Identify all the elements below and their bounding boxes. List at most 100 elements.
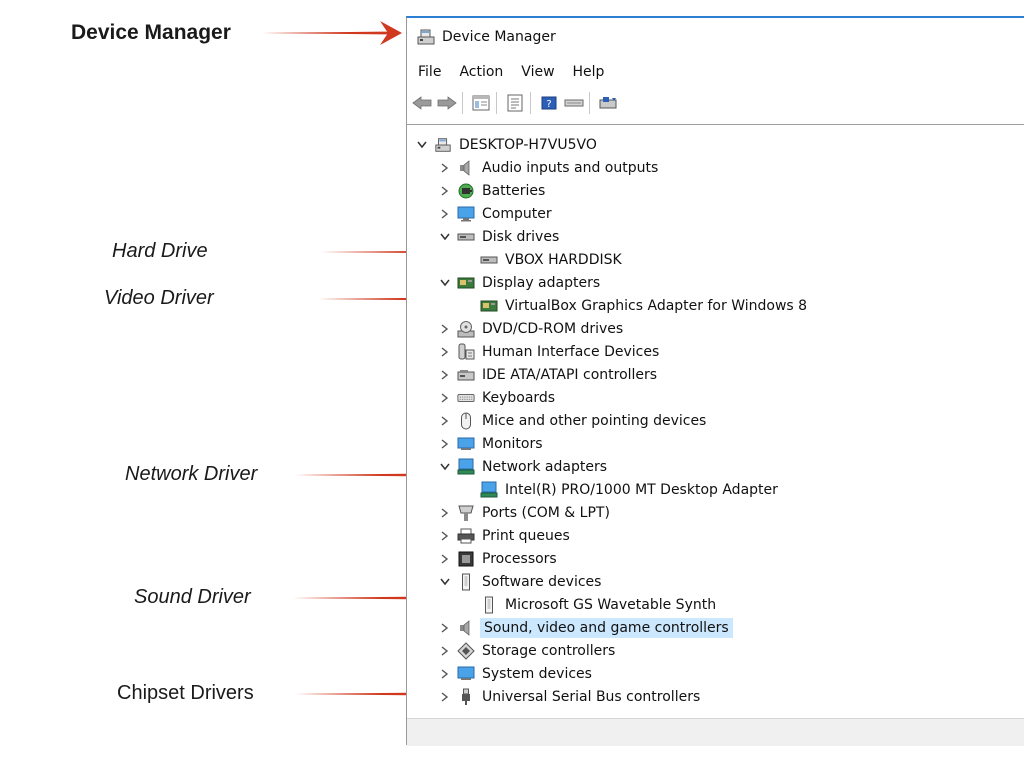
- chevron-down-icon[interactable]: [438, 460, 452, 474]
- tree-item-ports[interactable]: Ports (COM & LPT): [438, 502, 612, 524]
- tree-item-label: Processors: [482, 551, 557, 567]
- tree-item-label: Disk drives: [482, 229, 560, 245]
- menu-bar: File Action View Help: [407, 60, 613, 84]
- tree-item-label: VBOX HARDDISK: [505, 252, 622, 268]
- annotation-network-driver: Network Driver: [125, 463, 258, 485]
- device-tree: DESKTOP-H7VU5VO Audio inputs and outputs…: [407, 124, 1024, 719]
- chevron-right-icon[interactable]: [438, 184, 452, 198]
- tree-item-label: Print queues: [482, 528, 570, 544]
- annotation-hard-drive: Hard Drive: [112, 240, 208, 262]
- tree-item-label: Human Interface Devices: [482, 344, 660, 360]
- tree-item-network-adapters[interactable]: Network adapters: [438, 456, 609, 478]
- monitor-icon: [457, 665, 475, 683]
- show-hide-console-tree-icon[interactable]: [470, 92, 492, 114]
- menu-file[interactable]: File: [418, 64, 442, 80]
- tree-item-processors[interactable]: Processors: [438, 548, 559, 570]
- help-icon[interactable]: ?: [538, 92, 560, 114]
- tree-root[interactable]: DESKTOP-H7VU5VO: [415, 134, 599, 156]
- window-title: Device Manager: [442, 29, 556, 45]
- tree-item-mice[interactable]: Mice and other pointing devices: [438, 410, 708, 432]
- hid-device-icon: [457, 343, 475, 361]
- title-bar: Device Manager: [407, 18, 1024, 56]
- back-arrow-icon[interactable]: [411, 92, 433, 114]
- battery-icon: [457, 182, 475, 200]
- tree-item-monitors[interactable]: Monitors: [438, 433, 545, 455]
- tree-child-virtualbox-graphics[interactable]: VirtualBox Graphics Adapter for Windows …: [461, 295, 809, 317]
- network-adapter-icon: [480, 481, 498, 499]
- tree-item-usb-controllers[interactable]: Universal Serial Bus controllers: [438, 686, 702, 708]
- tree-item-human-interface-devices[interactable]: Human Interface Devices: [438, 341, 661, 363]
- tree-item-label: Software devices: [482, 574, 602, 590]
- tree-item-label: Monitors: [482, 436, 543, 452]
- chevron-right-icon[interactable]: [438, 529, 452, 543]
- svg-text:?: ?: [546, 99, 551, 110]
- tree-item-sound-video[interactable]: Sound, video and game controllers: [438, 617, 733, 639]
- chevron-right-icon[interactable]: [438, 207, 452, 221]
- chevron-right-icon[interactable]: [438, 414, 452, 428]
- annotation-chipset-drivers: Chipset Drivers: [117, 682, 254, 704]
- usb-plug-icon: [457, 688, 475, 706]
- tree-item-dvd-cd-rom[interactable]: DVD/CD-ROM drives: [438, 318, 625, 340]
- chevron-right-icon[interactable]: [438, 506, 452, 520]
- properties-icon[interactable]: [504, 92, 526, 114]
- tree-item-label: Audio inputs and outputs: [482, 160, 659, 176]
- display-adapter-icon: [480, 297, 498, 315]
- chevron-right-icon[interactable]: [438, 345, 452, 359]
- menu-help[interactable]: Help: [572, 64, 605, 80]
- tree-item-label: Batteries: [482, 183, 546, 199]
- chevron-right-icon[interactable]: [438, 552, 452, 566]
- tree-item-label: System devices: [482, 666, 592, 682]
- scan-hardware-icon[interactable]: [563, 92, 585, 114]
- chevron-right-icon[interactable]: [438, 690, 452, 704]
- chevron-down-icon[interactable]: [438, 230, 452, 244]
- chevron-right-icon[interactable]: [438, 161, 452, 175]
- tree-child-ms-gs-synth[interactable]: Microsoft GS Wavetable Synth: [461, 594, 718, 616]
- tree-item-ide-ata[interactable]: IDE ATA/ATAPI controllers: [438, 364, 659, 386]
- chevron-right-icon[interactable]: [438, 644, 452, 658]
- forward-arrow-icon[interactable]: [436, 92, 458, 114]
- tree-item-disk-drives[interactable]: Disk drives: [438, 226, 561, 248]
- software-device-icon: [457, 573, 475, 591]
- tree-item-label: Network adapters: [482, 459, 607, 475]
- chevron-right-icon[interactable]: [438, 437, 452, 451]
- tree-item-label: VirtualBox Graphics Adapter for Windows …: [505, 298, 808, 314]
- tree-item-label: Universal Serial Bus controllers: [482, 689, 701, 705]
- update-driver-icon[interactable]: [597, 92, 619, 114]
- tree-item-software-devices[interactable]: Software devices: [438, 571, 603, 593]
- chevron-right-icon[interactable]: [438, 322, 452, 336]
- network-adapter-icon: [457, 458, 475, 476]
- storage-controller-icon: [457, 642, 475, 660]
- tree-item-storage-controllers[interactable]: Storage controllers: [438, 640, 617, 662]
- tree-item-keyboards[interactable]: Keyboards: [438, 387, 557, 409]
- chevron-right-icon[interactable]: [438, 368, 452, 382]
- tree-item-system-devices[interactable]: System devices: [438, 663, 594, 685]
- arrow-device-manager: [262, 21, 402, 45]
- chevron-right-icon[interactable]: [438, 391, 452, 405]
- chevron-down-icon[interactable]: [438, 575, 452, 589]
- annotation-video-driver: Video Driver: [104, 287, 214, 309]
- chevron-right-icon[interactable]: [438, 667, 452, 681]
- processor-chip-icon: [457, 550, 475, 568]
- status-bar: [407, 718, 1024, 746]
- tree-item-batteries[interactable]: Batteries: [438, 180, 547, 202]
- tree-item-label: Ports (COM & LPT): [482, 505, 610, 521]
- chevron-right-icon[interactable]: [438, 621, 452, 635]
- chevron-down-icon[interactable]: [415, 138, 429, 152]
- chevron-down-icon[interactable]: [438, 276, 452, 290]
- tree-item-label: Microsoft GS Wavetable Synth: [505, 597, 717, 613]
- tree-item-display-adapters[interactable]: Display adapters: [438, 272, 602, 294]
- toolbar-separator: [589, 92, 590, 114]
- tree-item-label: Computer: [482, 206, 552, 222]
- computer-tower-icon: [434, 136, 452, 154]
- tree-child-vbox-harddisk[interactable]: VBOX HARDDISK: [461, 249, 624, 271]
- toolbar-separator: [530, 92, 531, 114]
- tree-item-audio-inputs[interactable]: Audio inputs and outputs: [438, 157, 660, 179]
- tree-item-computer[interactable]: Computer: [438, 203, 554, 225]
- port-connector-icon: [457, 504, 475, 522]
- menu-view[interactable]: View: [521, 64, 555, 80]
- tree-child-intel-pro[interactable]: Intel(R) PRO/1000 MT Desktop Adapter: [461, 479, 780, 501]
- tree-item-label: Display adapters: [482, 275, 601, 291]
- menu-action[interactable]: Action: [459, 64, 504, 80]
- tree-item-print-queues[interactable]: Print queues: [438, 525, 572, 547]
- mouse-icon: [457, 412, 475, 430]
